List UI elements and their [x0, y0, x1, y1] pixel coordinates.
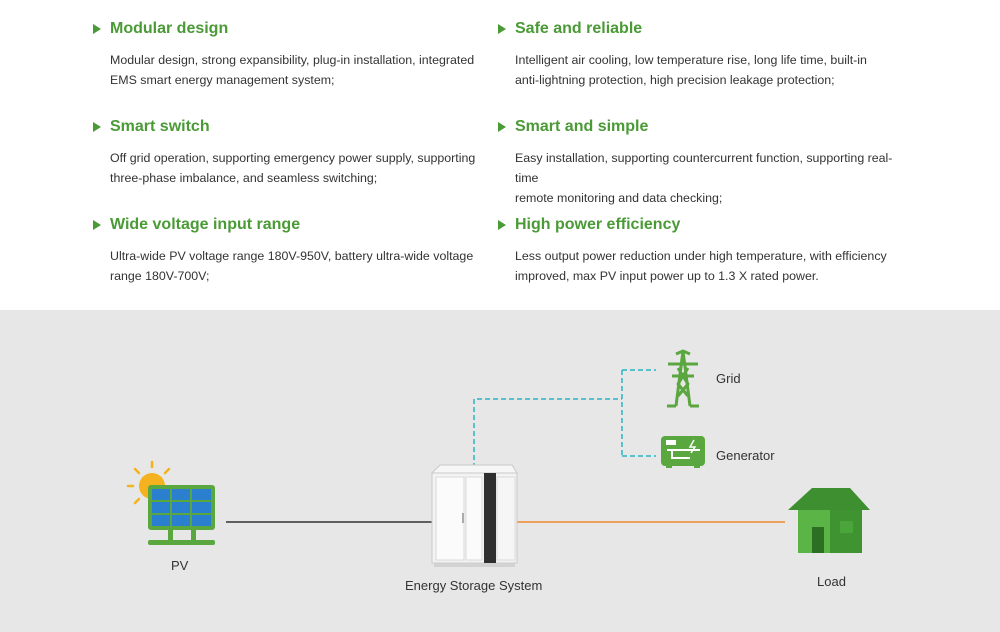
description-line: Easy installation, supporting countercur… — [515, 151, 893, 185]
grid-generator-dashed-line — [473, 369, 656, 468]
feature-title: Modular design — [93, 18, 493, 40]
triangle-bullet-icon — [93, 122, 101, 132]
feature-description: Easy installation, supporting countercur… — [515, 148, 915, 208]
description-line: Modular design, strong expansibility, pl… — [110, 53, 475, 67]
description-line: EMS smart energy management system; — [110, 73, 335, 87]
diagram-graphics — [126, 349, 870, 567]
feature-high-efficiency: High power efficiency Less output power … — [498, 214, 898, 286]
feature-smart-simple: Smart and simple Easy installation, supp… — [498, 116, 898, 208]
feature-description: Intelligent air cooling, low temperature… — [515, 50, 915, 90]
triangle-bullet-icon — [93, 24, 101, 34]
features-section: Modular design Modular design, strong ex… — [0, 0, 1000, 310]
feature-title-text: Smart switch — [110, 118, 210, 135]
pv-label: PV — [171, 558, 189, 573]
load-label: Load — [817, 574, 846, 589]
generator-icon — [661, 436, 705, 468]
feature-description: Ultra-wide PV voltage range 180V-950V, b… — [110, 246, 480, 286]
solar-panel-icon — [148, 485, 215, 545]
description-line: Less output power reduction under high t… — [515, 249, 887, 263]
feature-wide-voltage: Wide voltage input range Ultra-wide PV v… — [93, 214, 493, 286]
feature-title-text: High power efficiency — [515, 216, 681, 233]
feature-description: Off grid operation, supporting emergency… — [110, 148, 480, 188]
description-line: range 180V-700V; — [110, 269, 210, 283]
feature-modular-design: Modular design Modular design, strong ex… — [93, 18, 493, 90]
feature-title: Smart switch — [93, 116, 493, 138]
description-line: three-phase imbalance, and seamless swit… — [110, 171, 378, 185]
feature-title: Wide voltage input range — [93, 214, 493, 236]
description-line: improved, max PV input power up to 1.3 X… — [515, 269, 819, 283]
feature-title: Safe and reliable — [498, 18, 898, 40]
triangle-bullet-icon — [93, 220, 101, 230]
energy-storage-cabinet-icon — [430, 464, 518, 567]
description-line: Intelligent air cooling, low temperature… — [515, 53, 867, 67]
system-diagram: PV Energy Storage System Grid Generator … — [0, 310, 1000, 632]
feature-title-text: Safe and reliable — [515, 20, 643, 37]
feature-safe-reliable: Safe and reliable Intelligent air coolin… — [498, 18, 898, 90]
triangle-bullet-icon — [498, 122, 506, 132]
grid-tower-icon — [667, 349, 699, 408]
feature-title-text: Modular design — [110, 20, 229, 37]
feature-title: Smart and simple — [498, 116, 898, 138]
generator-label: Generator — [716, 448, 775, 463]
feature-title-text: Wide voltage input range — [110, 216, 301, 233]
ess-label: Energy Storage System — [405, 578, 543, 593]
house-icon — [788, 488, 870, 553]
triangle-bullet-icon — [498, 220, 506, 230]
feature-smart-switch: Smart switch Off grid operation, support… — [93, 116, 493, 188]
grid-label: Grid — [716, 371, 741, 386]
description-line: remote monitoring and data checking; — [515, 191, 723, 205]
feature-description: Modular design, strong expansibility, pl… — [110, 50, 480, 90]
description-line: Off grid operation, supporting emergency… — [110, 151, 476, 165]
feature-description: Less output power reduction under high t… — [515, 246, 915, 286]
description-line: Ultra-wide PV voltage range 180V-950V, b… — [110, 249, 474, 263]
feature-title-text: Smart and simple — [515, 118, 649, 135]
feature-title: High power efficiency — [498, 214, 898, 236]
triangle-bullet-icon — [498, 24, 506, 34]
description-line: anti-lightning protection, high precisio… — [515, 73, 835, 87]
